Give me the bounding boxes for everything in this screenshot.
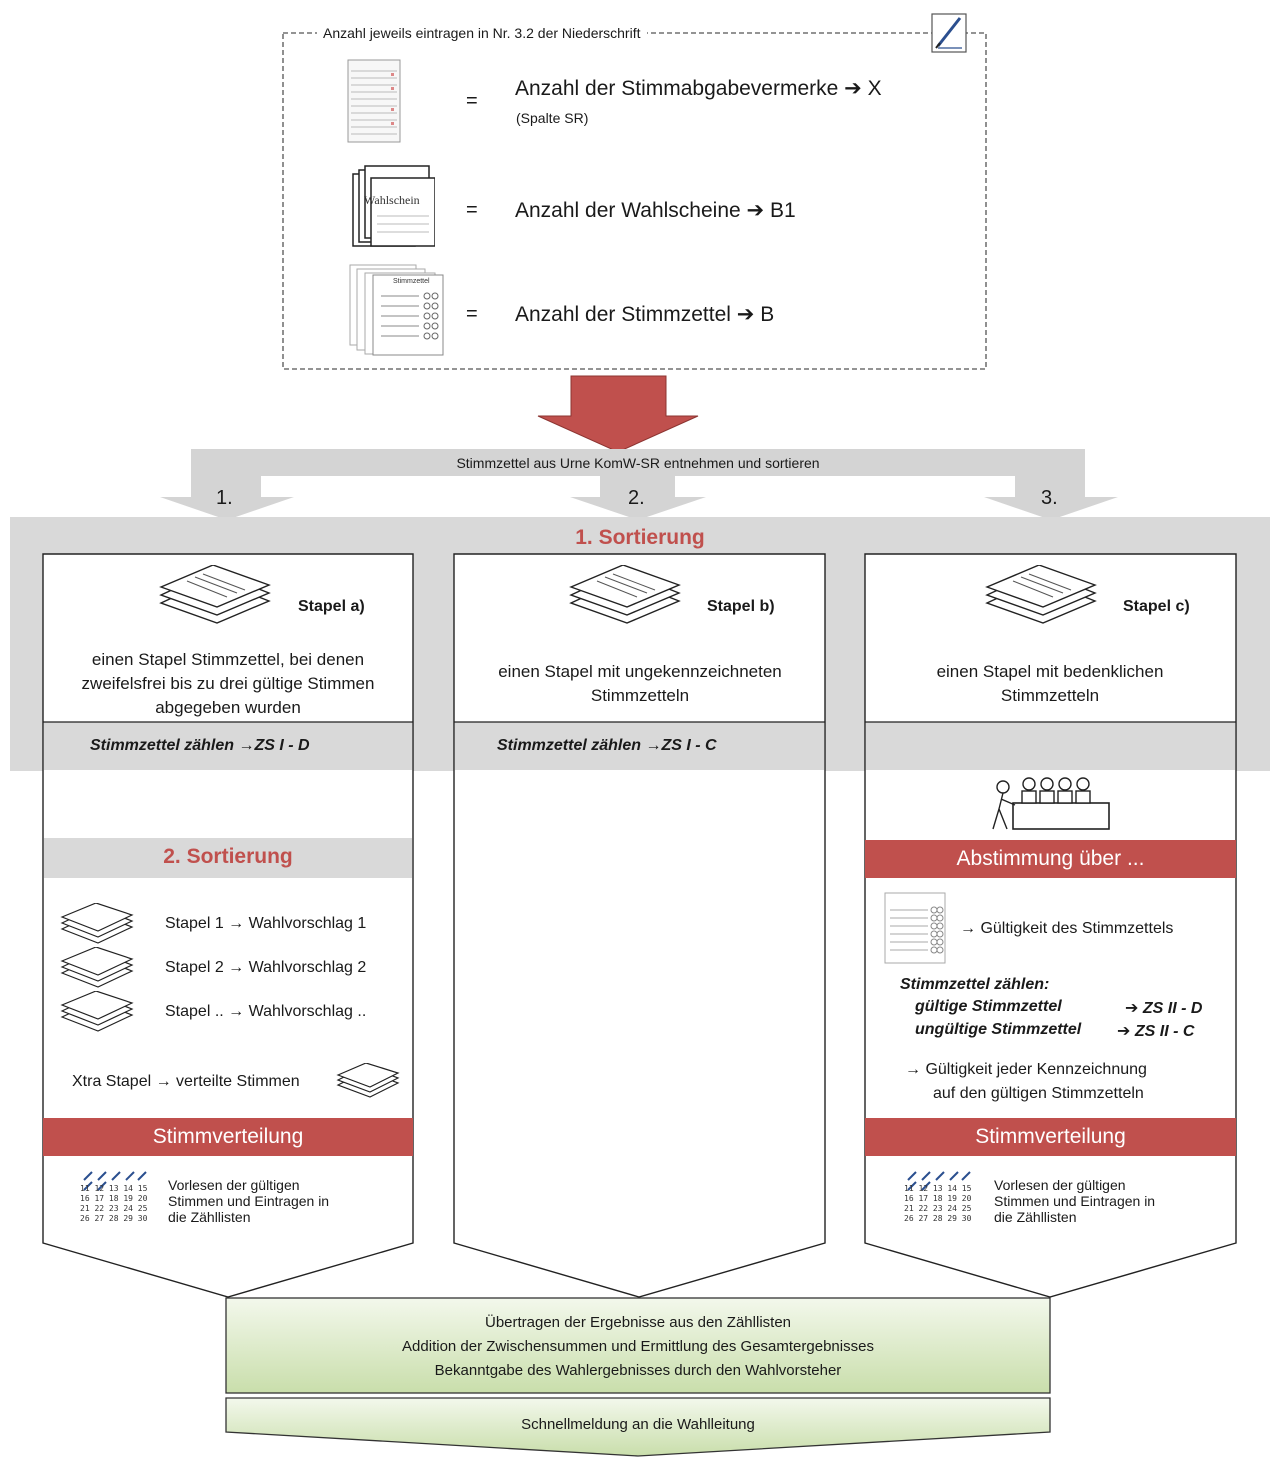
stack-b-label: Stapel b) — [707, 598, 775, 615]
ballot-paper-label: Stimmzettel — [393, 278, 430, 285]
tally-calendar-icon: 11 12 13 14 15 16 17 18 19 20 21 22 23 2… — [904, 1170, 976, 1244]
result-text: Übertragen der Ergebnisse aus den Zählli… — [226, 1311, 1050, 1383]
vote-valid-label: gültige Stimmzettel — [915, 998, 1062, 1015]
sort2-item-3: Stapel .. → Wahlvorschlag .. — [165, 1003, 367, 1020]
result-line-3: Bekanntgabe des Wahlergebnisses durch de… — [434, 1362, 842, 1379]
stack-c-label: Stapel c) — [1123, 598, 1190, 615]
stack-c-description: einen Stapel mit bedenklichen Stimmzette… — [936, 662, 1164, 705]
election-committee-icon — [985, 775, 1111, 831]
calendar-row: 21 22 23 24 25 — [80, 1204, 148, 1213]
sort2-item-1: Stapel 1 → Wahlvorschlag 1 — [165, 915, 367, 932]
sort2-extra: Xtra Stapel → verteilte Stimmen — [72, 1073, 300, 1090]
vote-count-title: Stimmzettel zählen: — [900, 976, 1050, 993]
step-1: 1. — [216, 487, 233, 509]
sort2-item-2: Stapel 2 → Wahlvorschlag 2 — [165, 959, 367, 976]
sort1-title: 1. Sortierung — [575, 526, 705, 549]
vote-title: Abstimmung über ... — [865, 840, 1236, 878]
main-down-arrow — [537, 375, 699, 453]
row1-text: Anzahl der Stimmabgabevermerke ➔ X — [515, 77, 882, 100]
distribution-label: Stimmzettel aus Urne KomW-SR entnehmen u… — [456, 455, 820, 471]
vote-valid-target: ➔ ZS II - D — [1125, 1000, 1203, 1017]
ballot-paper-icon — [884, 892, 946, 964]
paper-stack-icon — [60, 990, 136, 1035]
vote-invalid-target: ➔ ZS II - C — [1117, 1023, 1195, 1040]
calendar-row: 11 12 13 14 15 — [80, 1184, 148, 1193]
report-text: Schnellmeldung an die Wahlleitung — [521, 1416, 755, 1433]
calendar-row: 11 12 13 14 15 — [904, 1184, 972, 1193]
vote-validity: → Gültigkeit des Stimmzettels — [960, 920, 1174, 937]
report-arrow — [225, 1397, 1051, 1457]
paper-stack-icon — [983, 564, 1103, 625]
sort2-title: 2. Sortierung — [163, 845, 293, 868]
row2-text: Anzahl der Wahlscheine ➔ B1 — [515, 199, 796, 222]
voter-register-icon — [347, 59, 401, 143]
result-line-2: Addition der Zwischensummen und Ermittlu… — [402, 1338, 874, 1355]
vote-marking-line2: auf den gültigen Stimmzetteln — [933, 1085, 1144, 1102]
edit-pen-icon — [930, 10, 968, 54]
calendar-row: 26 27 28 29 30 — [80, 1214, 148, 1223]
distribution-arrows — [160, 449, 1118, 520]
paper-stack-icon — [336, 1062, 402, 1101]
sort2-bar — [44, 838, 412, 878]
paper-stack-icon — [60, 946, 136, 991]
result-box — [225, 1297, 1051, 1394]
result-line-1: Übertragen der Ergebnisse aus den Zählli… — [484, 1314, 791, 1331]
calendar-row: 16 17 18 19 20 — [904, 1194, 972, 1203]
vote-invalid-label: ungültige Stimmzettel — [915, 1021, 1082, 1038]
stack-a-description: einen Stapel Stimmzettel, bei denen zwei… — [81, 650, 375, 717]
stack-a-label: Stapel a) — [298, 598, 365, 615]
ballot-certificate-stack-icon: Wahlschein — [351, 164, 436, 248]
row2-equals: = — [466, 199, 478, 221]
stimmverteilung-c-text: Vorlesen der gültigen Stimmen und Eintra… — [994, 1177, 1156, 1225]
vote-marking-line1: → Gültigkeit jeder Kennzeichnung — [905, 1061, 1147, 1078]
count-a: Stimmzettel zählen →ZS I - D — [90, 737, 310, 754]
row1-equals: = — [466, 90, 478, 112]
stimmverteilung-c-title: Stimmverteilung — [865, 1118, 1236, 1156]
ballot-certificate-label: Wahlschein — [364, 193, 420, 207]
row3-text: Anzahl der Stimmzettel ➔ B — [515, 303, 775, 326]
row3-equals: = — [466, 303, 478, 325]
step-3: 3. — [1041, 487, 1058, 509]
ballot-paper-stack-icon: Stimmzettel — [349, 264, 445, 356]
tally-calendar-icon: 11 12 13 14 15 16 17 18 19 20 21 22 23 2… — [80, 1170, 152, 1244]
stimmverteilung-a-text: Vorlesen der gültigen Stimmen und Eintra… — [168, 1177, 330, 1225]
step-2: 2. — [628, 487, 645, 509]
calendar-row: 16 17 18 19 20 — [80, 1194, 148, 1203]
stimmverteilung-a-title: Stimmverteilung — [43, 1118, 413, 1156]
paper-stack-icon — [567, 564, 687, 625]
paper-stack-icon — [157, 564, 277, 625]
calendar-row: 26 27 28 29 30 — [904, 1214, 972, 1223]
row1-subtext: (Spalte SR) — [516, 110, 589, 126]
stack-b-description: einen Stapel mit ungekennzeichneten Stim… — [498, 662, 782, 705]
top-box-title: Anzahl jeweils eintragen in Nr. 3.2 der … — [317, 25, 647, 41]
calendar-row: 21 22 23 24 25 — [904, 1204, 972, 1213]
count-b: Stimmzettel zählen →ZS I - C — [497, 737, 717, 754]
paper-stack-icon — [60, 902, 136, 947]
